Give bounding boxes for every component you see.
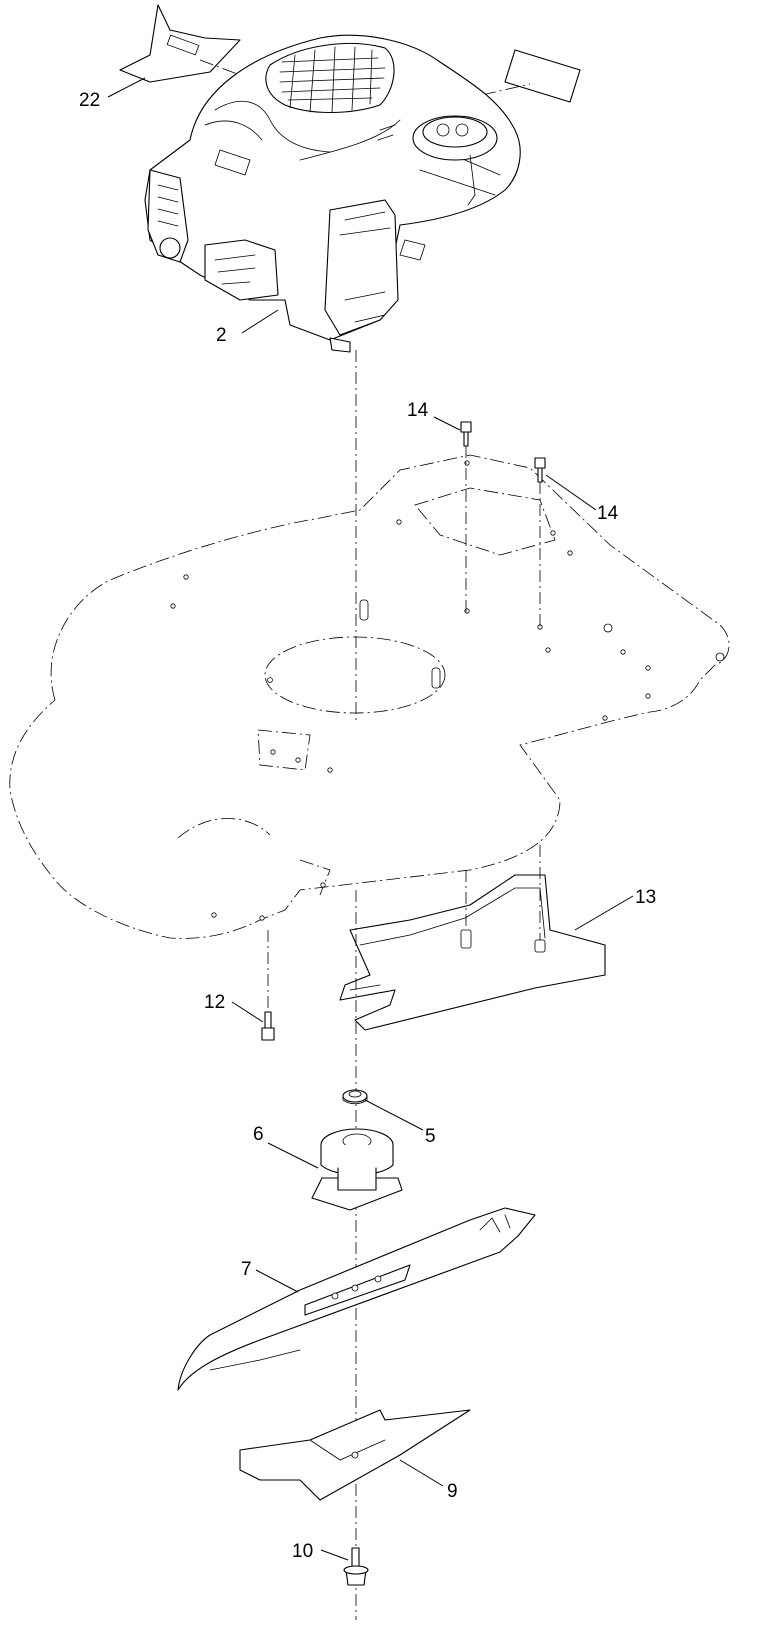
engine-part (144, 34, 521, 353)
callout-bolt-deck-a: 14 (407, 400, 429, 421)
callout-hub-key: 5 (425, 1126, 436, 1147)
callout-blade-bolt: 10 (292, 1541, 313, 1562)
callout-decal-top: 22 (79, 90, 100, 111)
leader-lines (107, 77, 634, 1561)
blade-adapter-part (311, 1128, 403, 1211)
callout-bolt-baffle: 12 (204, 992, 225, 1013)
decal-top-part (119, 4, 241, 83)
callout-blade-stiffener: 9 (447, 1481, 458, 1502)
mower-deck-phantom (9, 454, 730, 939)
blade-bolt-part (343, 1547, 369, 1586)
bolt-baffle-part (261, 930, 275, 1041)
blade-stiffener-part (239, 1409, 471, 1501)
callout-baffle: 13 (635, 887, 656, 908)
bolt-deck-b-part (534, 457, 546, 628)
callout-bolt-deck-b: 14 (597, 503, 619, 524)
hub-key-part (342, 1089, 368, 1105)
callout-blade-adapter: 6 (253, 1124, 264, 1145)
baffle-part (339, 845, 606, 1031)
callout-blade: 7 (241, 1259, 252, 1280)
callout-engine: 2 (216, 325, 227, 346)
decal-side-part (481, 49, 581, 103)
bolt-deck-a-part (460, 421, 472, 612)
blade-part (177, 1207, 536, 1391)
